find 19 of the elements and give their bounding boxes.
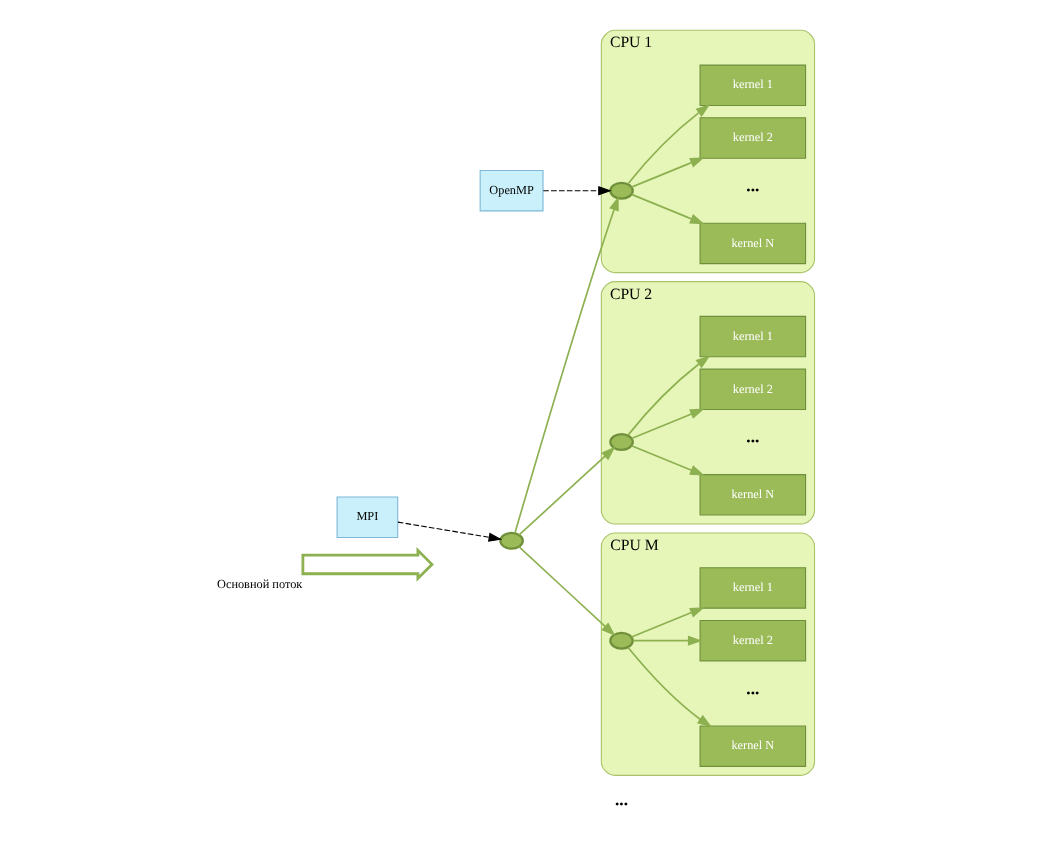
node-circle xyxy=(609,181,634,200)
arrow xyxy=(630,193,705,225)
node-arrow xyxy=(301,546,434,582)
arrow xyxy=(627,104,711,185)
arrow xyxy=(397,521,503,542)
arrow xyxy=(630,444,705,476)
arrow xyxy=(631,635,703,646)
arrow xyxy=(627,646,712,728)
arrow xyxy=(542,186,612,196)
arrow xyxy=(514,196,619,534)
arrow xyxy=(630,157,705,188)
node-circle xyxy=(499,531,524,550)
node-circle xyxy=(609,433,634,452)
node-circle xyxy=(609,631,634,650)
arrow xyxy=(627,355,711,436)
arrow xyxy=(518,446,616,536)
arrow xyxy=(630,408,705,440)
arrow xyxy=(630,607,705,638)
arrow xyxy=(518,545,616,637)
